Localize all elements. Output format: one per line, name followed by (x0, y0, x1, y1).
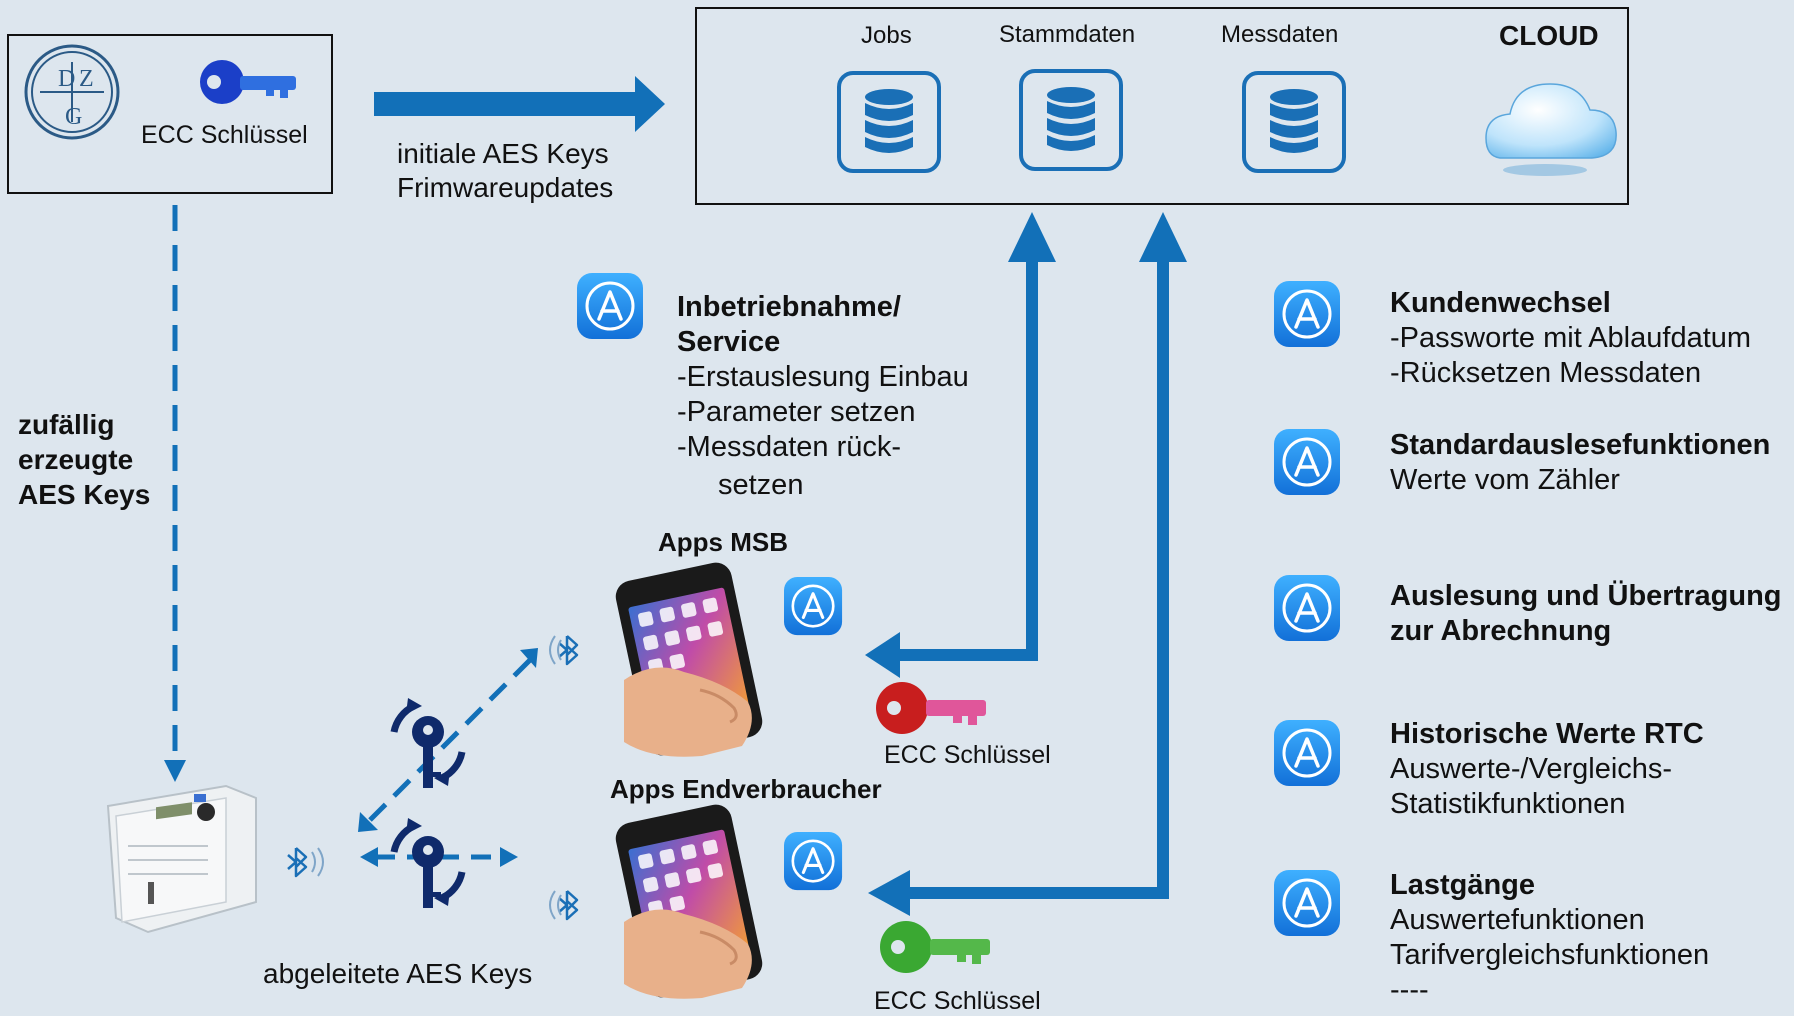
bluetooth-icon (286, 846, 324, 878)
feature-kundenwechsel: Kundenwechsel -Passworte mit Ablaufdatum… (1390, 286, 1751, 391)
service-app-line: -Parameter setzen (677, 396, 916, 428)
cloud-icon (1485, 83, 1617, 176)
service-app-text: Inbetriebnahme/ Service -Erstauslesung E… (677, 290, 969, 503)
bluetooth-icon (549, 634, 579, 666)
random-keys-line2: erzeugte (18, 444, 134, 475)
arrow-to-cloud (374, 76, 665, 132)
feature-standardauslese: Standardauslesefunktionen Werte vom Zähl… (1390, 428, 1770, 498)
bluetooth-icon (549, 889, 579, 921)
manufacturer-key-label: ECC Schlüssel (141, 121, 308, 149)
app-store-icon (1272, 427, 1342, 497)
feature-line: ---- (1390, 974, 1429, 1006)
logo-letter-g: G (65, 104, 82, 130)
service-app-title-line1: Inbetriebnahme/ (677, 291, 901, 323)
logo-letter-d: D (58, 66, 75, 92)
service-app-line: -Messdaten rück- (677, 431, 902, 463)
smartphone-icon (611, 800, 767, 1002)
arrow-cloud-consumer (868, 212, 1187, 916)
feature-title: Kundenwechsel (1390, 287, 1611, 319)
feature-line: Werte vom Zähler (1390, 464, 1620, 496)
db-label-messdaten: Messdaten (1221, 21, 1339, 48)
consumer-apps-label: Apps Endverbraucher (610, 774, 882, 804)
database-icon (837, 71, 941, 173)
feature-title: Standardauslesefunktionen (1390, 429, 1771, 461)
feature-line: Tarifvergleichsfunktionen (1390, 939, 1710, 971)
app-store-icon (575, 271, 645, 341)
consumer-key-label: ECC Schlüssel (874, 987, 1041, 1015)
feature-lastgaenge: Lastgänge Auswertefunktionen Tarifvergle… (1390, 868, 1709, 1008)
feature-line: -Rücksetzen Messdaten (1390, 357, 1702, 389)
logo-letter-z: Z (79, 66, 94, 92)
database-icon (1242, 71, 1346, 173)
feature-title: Lastgänge (1390, 869, 1536, 901)
msb-apps-label: Apps MSB (658, 527, 788, 557)
feature-line: -Passworte mit Ablaufdatum (1390, 322, 1752, 354)
service-app-line: -Erstauslesung Einbau (677, 361, 969, 393)
key-rotation-icon (390, 698, 466, 788)
db-label-stammdaten: Stammdaten (999, 21, 1136, 48)
dashed-arrow-meter-msb (358, 648, 538, 832)
random-keys-line1: zufällig (18, 409, 115, 440)
electricity-meter-icon (106, 784, 257, 934)
manufacturer-box (7, 34, 333, 194)
app-store-icon (782, 575, 844, 637)
key-icon (880, 921, 990, 973)
service-app-line: setzen (718, 469, 804, 501)
dzg-logo-icon: D Z G (24, 44, 120, 140)
random-keys-line3: AES Keys (18, 479, 151, 510)
app-store-icon (1272, 573, 1342, 643)
db-label-jobs: Jobs (861, 22, 912, 49)
cloud-title: CLOUD (1499, 20, 1599, 51)
cloud-box (695, 7, 1629, 205)
key-icon (876, 682, 986, 734)
key-icon (200, 60, 296, 104)
database-icon (1019, 69, 1123, 171)
msb-key-label: ECC Schlüssel (884, 741, 1051, 769)
feature-title-line2: zur Abrechnung (1390, 615, 1612, 647)
app-store-icon (1272, 868, 1342, 938)
smartphone-icon (611, 558, 767, 760)
arrow-cloud-msb (865, 212, 1056, 678)
dashed-arrow-to-meter (164, 205, 186, 782)
feature-auslesung: Auslesung und Übertragung zur Abrechnung (1390, 579, 1782, 649)
arrow-label-line2: Frimwareupdates (397, 172, 614, 203)
feature-title: Historische Werte RTC (1390, 718, 1704, 750)
key-rotation-icon (390, 818, 466, 908)
app-store-icon (1272, 718, 1342, 788)
meter-label: abgeleitete AES Keys (263, 958, 533, 989)
feature-historische-werte: Historische Werte RTC Auswerte-/Vergleic… (1390, 717, 1704, 822)
app-store-icon (1272, 279, 1342, 349)
feature-line: Auswertefunktionen (1390, 904, 1645, 936)
app-store-icon (782, 830, 844, 892)
service-app-title-line2: Service (677, 326, 781, 358)
arrow-label-line1: initiale AES Keys (397, 138, 609, 169)
feature-line: Statistikfunktionen (1390, 788, 1626, 820)
feature-title: Auslesung und Übertragung (1390, 580, 1782, 612)
feature-line: Auswerte-/Vergleichs- (1390, 753, 1673, 785)
